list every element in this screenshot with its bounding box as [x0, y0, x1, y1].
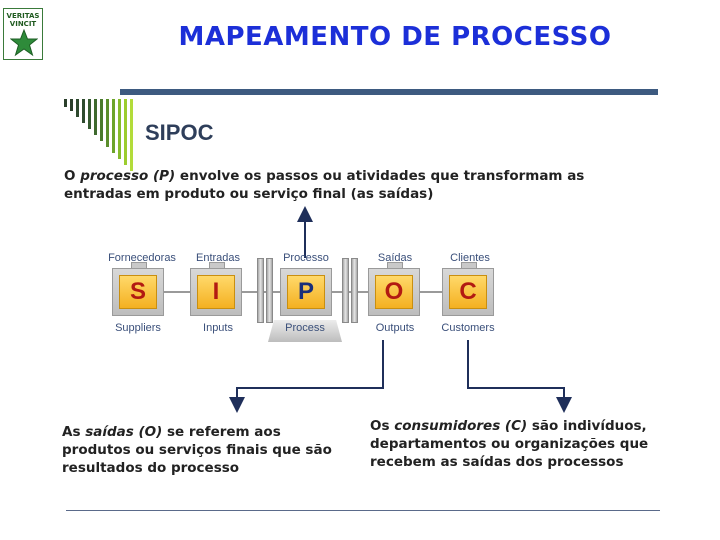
outputs-arrow	[229, 340, 384, 413]
sipoc-letter-c: C	[449, 275, 487, 309]
sipoc-box-customers: C	[442, 268, 494, 316]
logo: VERITAS VINCIT	[3, 8, 43, 60]
separator-bar	[266, 258, 273, 323]
customers-note-text-1: Os	[370, 418, 395, 434]
outputs-label-pt: Saídas	[377, 252, 413, 264]
separator-bar	[257, 258, 264, 323]
process-label-pt: Processo	[283, 252, 329, 264]
intro-text-italic: processo (P)	[80, 168, 176, 184]
connector	[164, 291, 190, 293]
inputs-label-en: Inputs	[203, 322, 233, 334]
outputs-note-text-1: As	[62, 424, 86, 440]
suppliers-label-en: Suppliers	[115, 322, 161, 334]
customers-note-text-2: são indivíduos, departamentos ou organiz…	[370, 418, 649, 470]
outputs-label-en: Outputs	[375, 322, 415, 334]
separator-bar	[342, 258, 349, 323]
intro-paragraph: O processo (P) envolve os passos ou ativ…	[64, 167, 624, 203]
box-tab	[387, 262, 403, 271]
star-icon	[10, 29, 38, 57]
box-tab	[461, 262, 477, 271]
header-divider-bar	[120, 89, 658, 95]
suppliers-label-pt: Fornecedoras	[108, 252, 176, 264]
intro-text-1: O	[64, 168, 81, 184]
process-platform	[268, 320, 342, 342]
process-label-en: Process	[285, 322, 325, 334]
intro-text-2: envolve os passos ou atividades que tran…	[64, 168, 585, 202]
outputs-note: As saídas (O) se referem aos produtos ou…	[62, 423, 354, 477]
outputs-note-text-2: se referem aos produtos ou serviços fina…	[62, 424, 332, 476]
connector	[330, 291, 368, 293]
sipoc-box-inputs: I	[190, 268, 242, 316]
logo-line2: VINCIT	[9, 20, 37, 28]
outputs-note-italic: saídas (O)	[85, 424, 163, 440]
sipoc-letter-s: S	[119, 275, 157, 309]
box-tab	[131, 262, 147, 271]
box-tab	[209, 262, 225, 271]
sipoc-box-suppliers: S	[112, 268, 164, 316]
logo-line1: VERITAS	[6, 12, 40, 20]
customers-arrow	[467, 340, 572, 413]
customers-note-italic: consumidores (C)	[394, 418, 528, 434]
section-subtitle: SIPOC	[145, 120, 214, 145]
customers-label-en: Customers	[441, 322, 495, 334]
separator-bar	[351, 258, 358, 323]
customers-label-pt: Clientes	[450, 252, 490, 264]
connector	[420, 291, 442, 293]
sipoc-letter-p: P	[287, 275, 325, 309]
footer-divider	[66, 510, 660, 511]
sipoc-box-outputs: O	[368, 268, 420, 316]
inputs-label-pt: Entradas	[195, 252, 241, 264]
customers-note: Os consumidores (C) são indivíduos, depa…	[370, 417, 660, 471]
sipoc-box-process: P	[280, 268, 332, 316]
page-title: MAPEAMENTO DE PROCESSO	[178, 22, 612, 52]
sipoc-letter-i: I	[197, 275, 235, 309]
sipoc-letter-o: O	[375, 275, 413, 309]
